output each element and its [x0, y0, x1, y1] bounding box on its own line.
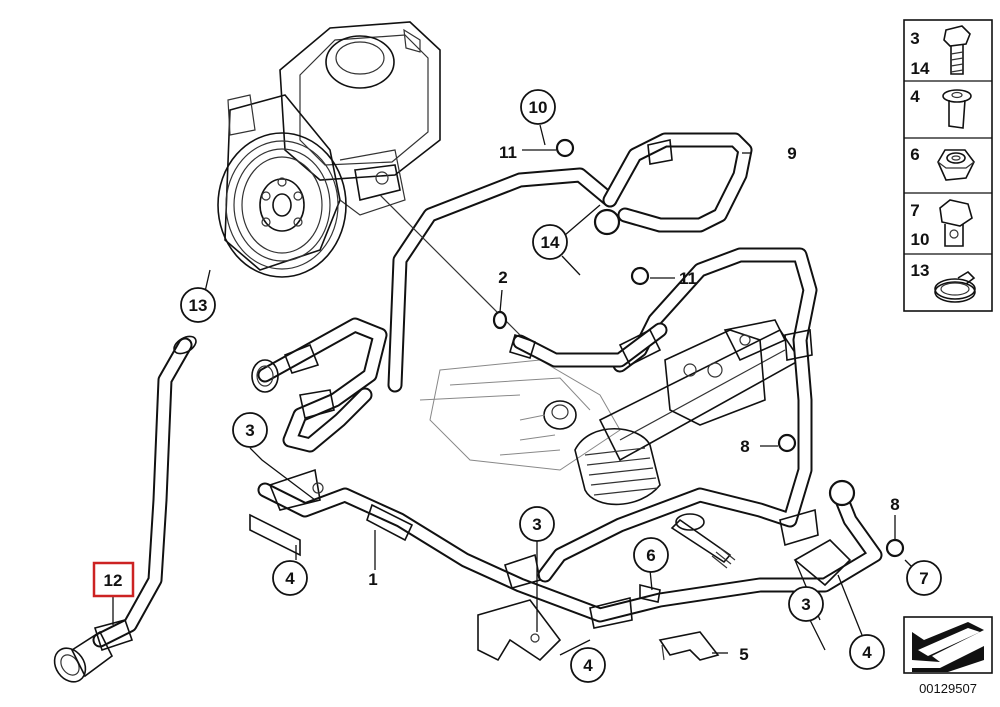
callout-11-label-top: 11 — [499, 143, 517, 162]
seal-ring-11b — [630, 266, 650, 286]
hose-clamp-icon — [934, 270, 976, 303]
banjo-bolt-7 — [828, 479, 856, 507]
orientation-arrow-box — [903, 616, 993, 674]
power-steering-pump — [217, 21, 441, 278]
callout-4-center-label: 4 — [583, 656, 593, 675]
callout-6: 6 — [633, 537, 669, 573]
callout-12-label: 12 — [104, 571, 123, 590]
callout-6-label: 6 — [646, 546, 655, 565]
callout-8-label-lower: 8 — [890, 495, 899, 514]
callout-8-label-upper: 8 — [740, 437, 749, 456]
callout-4-right: 4 — [849, 634, 885, 670]
callout-14-label: 14 — [541, 233, 560, 252]
return-line-hose — [251, 317, 388, 453]
callout-2-label: 2 — [498, 268, 507, 287]
callout-7: 7 — [906, 560, 942, 596]
callout-3-right-label: 3 — [801, 595, 810, 614]
pressure-line-2 — [379, 194, 668, 368]
bracket-left — [249, 468, 324, 557]
clip-5 — [658, 631, 720, 661]
legend-row1-label-a: 3 — [910, 29, 919, 48]
callout-4-left: 4 — [272, 560, 308, 596]
callout-14: 14 — [532, 224, 568, 260]
bolt-icon — [943, 25, 971, 75]
steering-rack — [419, 319, 802, 569]
banjo-bolt-icon — [939, 199, 973, 247]
legend-row4-label-a: 7 — [910, 201, 919, 220]
callout-4-right-label: 4 — [862, 643, 872, 662]
callout-1-label: 1 — [368, 570, 377, 589]
bracket-right — [779, 508, 852, 587]
rack-bellows — [574, 428, 661, 506]
callout-11-label-bottom: 11 — [679, 269, 697, 288]
callout-13: 13 — [180, 287, 216, 323]
callout-5-label: 5 — [739, 645, 748, 664]
fastener-legend: 3 14 4 6 7 10 13 — [903, 19, 993, 312]
callout-3-right: 3 — [788, 586, 824, 622]
callout-4-center: 4 — [570, 647, 606, 683]
hex-nut-icon — [937, 149, 975, 181]
callout-3-left-label: 3 — [245, 421, 254, 440]
callout-3-left: 3 — [232, 412, 268, 448]
banjo-bolt-10 — [593, 208, 621, 236]
pressure-hose-9 — [602, 132, 753, 233]
legend-row3-label: 6 — [910, 145, 919, 164]
bracket-center — [477, 553, 562, 662]
callout-13-label: 13 — [189, 296, 208, 315]
callout-12-highlighted: 12 — [92, 561, 135, 598]
legend-row4-label-b: 10 — [911, 230, 930, 249]
seal-ring-8b — [885, 538, 905, 558]
seal-ring-2 — [492, 310, 508, 330]
callout-7-label: 7 — [919, 569, 928, 588]
pressure-hose-1 — [257, 482, 883, 629]
suction-hose-13 — [53, 335, 197, 683]
callout-3-center-label: 3 — [532, 515, 541, 534]
callout-3-center: 3 — [519, 506, 555, 542]
nut-6 — [639, 583, 661, 603]
callout-4-left-label: 4 — [285, 569, 295, 588]
upper-loop-hose — [387, 167, 818, 583]
legend-row5-label: 13 — [911, 261, 930, 280]
diagram-number: 00129507 — [919, 681, 977, 696]
legend-row2-label: 4 — [910, 87, 920, 106]
callout-10: 10 — [520, 89, 556, 125]
callout-9-label: 9 — [787, 144, 796, 163]
seal-ring-8a — [777, 433, 797, 453]
sleeve-nut-icon — [942, 89, 972, 129]
callout-10-label: 10 — [529, 98, 548, 117]
legend-row1-label-b: 14 — [911, 59, 930, 78]
seal-ring-11a — [555, 138, 575, 158]
